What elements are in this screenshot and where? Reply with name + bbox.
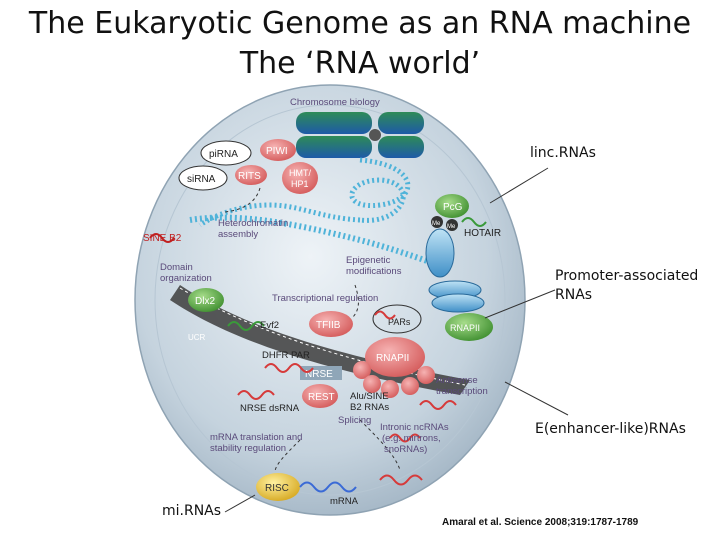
rits-label: RITS — [238, 171, 261, 182]
slide-title-line1: The Eukaryotic Genome as an RNA machine — [28, 6, 692, 41]
sirna-label: siRNA — [187, 174, 216, 185]
callout-linc-rnas: linc.RNAs — [530, 145, 596, 161]
sine-b2-rna — [149, 233, 175, 243]
splicing-label: Splicing — [338, 415, 371, 426]
hmt-hp1-protein — [282, 162, 318, 194]
me-label-1: Me — [432, 221, 441, 227]
dhfr-par-label: DHFR PAR — [262, 350, 310, 361]
rnapii-main-complex — [353, 337, 435, 398]
sine-b2-label: SINE B2 — [143, 233, 182, 244]
dhfr-par-rna — [264, 363, 314, 373]
chromatin-coil — [198, 157, 411, 228]
dlx2-label: Dlx2 — [195, 296, 215, 307]
hmt-label: HMT/ — [289, 168, 311, 178]
epigenetic-label-2: modifications — [346, 266, 402, 277]
rits-protein — [235, 165, 267, 185]
nucleosome-disc-3 — [431, 293, 485, 313]
sirna-circle — [178, 165, 228, 191]
piwi-label: PIWI — [266, 146, 288, 157]
nrse-dsrna — [237, 390, 275, 400]
cell-inner-ring — [154, 104, 506, 496]
nrse-dsrna-label: NRSE dsRNA — [240, 403, 300, 414]
heterochromatin-fiber — [189, 214, 431, 265]
callout-promoter-line1: Promoter-associated — [555, 268, 699, 284]
mirna-strand — [379, 474, 423, 486]
ucr-label: UCR — [188, 333, 206, 342]
mrna-strand — [299, 481, 357, 493]
process-arrows — [224, 187, 401, 473]
hotair-rna — [461, 217, 487, 227]
evf2-rna — [227, 321, 265, 331]
pars-rna — [374, 310, 396, 320]
mrna-translation-label-1: mRNA translation and — [210, 432, 302, 443]
alu-label-2: B2 RNAs — [350, 402, 389, 413]
pirna-circle — [200, 140, 252, 166]
hp1-label: HP1 — [291, 179, 309, 189]
risc-complex — [256, 473, 300, 501]
chromosome-icon — [296, 112, 424, 158]
pirna-label: piRNA — [209, 149, 238, 160]
rnapii-small-label: RNAPII — [450, 323, 480, 333]
callout-promoter-line2: RNAs — [555, 287, 593, 303]
rnapii-small-protein — [445, 313, 493, 341]
pars-label: PARs — [388, 317, 411, 327]
domain-label-2: organization — [160, 273, 212, 284]
antisense-rna — [419, 400, 457, 410]
chromosome-biology-label: Chromosome biology — [290, 97, 380, 108]
mrna-label: mRNA — [330, 496, 359, 507]
alu-label-1: Alu/SINE — [350, 391, 389, 402]
cell-body — [134, 84, 526, 516]
hotair-label: HOTAIR — [464, 228, 501, 239]
citation: Amaral et al. Science 2008;319:1787-1789 — [442, 517, 639, 528]
pars-circle — [372, 304, 422, 334]
tfiib-protein — [309, 311, 353, 337]
pcg-label: PcG — [443, 202, 463, 213]
piwi-protein — [260, 139, 296, 161]
intronic-rna — [389, 433, 421, 443]
callout-enhancer-rnas: E(enhancer-like)RNAs — [535, 421, 686, 437]
tfiib-label: TFIIB — [316, 320, 341, 331]
dlx2-protein — [188, 288, 224, 312]
intronic-label-3: snoRNAs) — [384, 444, 427, 455]
mrna-translation-label-2: stability regulation — [210, 443, 286, 454]
rest-protein — [302, 384, 338, 408]
epigenetic-label-1: Epigenetic — [346, 255, 391, 266]
heterochromatin-label-2: assembly — [218, 229, 258, 240]
intronic-label-2: (e.g. mirtrons, — [382, 433, 441, 444]
antisense-label-2: transcription — [436, 386, 488, 397]
evf2-label: Evf2 — [260, 320, 279, 331]
antisense-label-1: Antisense — [436, 375, 478, 386]
slide-title-line2: The ‘RNA world’ — [239, 46, 481, 81]
heterochromatin-label-1: Heterochromatin — [218, 218, 288, 229]
intronic-label-1: Intronic ncRNAs — [380, 422, 449, 433]
nucleosome-disc-1 — [425, 228, 455, 278]
nrse-label: NRSE — [305, 369, 333, 380]
rest-label: REST — [308, 392, 335, 403]
rnapii-main-label: RNAPII — [376, 353, 409, 364]
methyl-mark-2 — [446, 219, 458, 231]
me-label-2: Me — [447, 224, 456, 230]
transcriptional-regulation-label: Transcriptional regulation — [272, 293, 378, 304]
callout-mirnas: mi.RNAs — [162, 503, 222, 519]
pcg-protein — [435, 194, 469, 218]
callout-lines — [224, 167, 569, 513]
methyl-mark-1 — [431, 216, 443, 228]
risc-label: RISC — [265, 483, 289, 494]
domain-label-1: Domain — [160, 262, 193, 273]
